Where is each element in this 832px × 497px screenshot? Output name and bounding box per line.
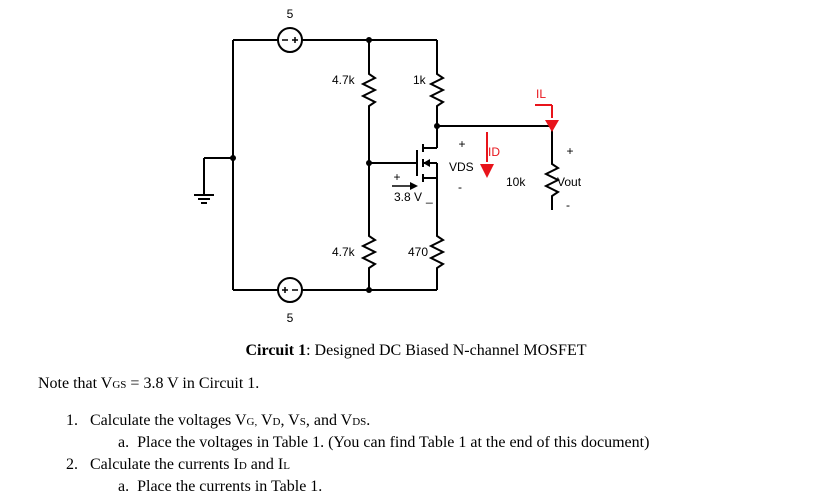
vout-minus: - — [566, 198, 570, 212]
wires — [203, 39, 553, 291]
top-source-value: 5 — [287, 7, 294, 21]
note-line: Note that VGS = 3.8 V in Circuit 1. — [38, 375, 260, 392]
vgs-minus: _ — [425, 190, 433, 204]
resistors — [360, 70, 561, 272]
bottom-voltage-source — [277, 277, 303, 303]
vds-minus: - — [458, 180, 462, 194]
r-drain-label: 1k — [413, 73, 427, 87]
bottom-source-value: 5 — [287, 311, 294, 325]
figure-caption: Circuit 1: Designed DC Biased N-channel … — [0, 342, 832, 360]
vgs-value: 3.8 V — [394, 190, 422, 204]
r-source-label: 470 — [408, 245, 428, 259]
il-label: IL — [536, 87, 546, 101]
vds-label: VDS — [449, 160, 474, 174]
r-gate-bottom-label: 4.7k — [332, 245, 356, 259]
id-label: ID — [488, 145, 500, 159]
r-load-label: 10k — [506, 175, 526, 189]
caption-label: Circuit 1 — [245, 342, 307, 359]
junction-dots — [230, 37, 440, 293]
resistor-drain — [428, 70, 446, 110]
il-arrow-icon — [545, 120, 559, 132]
circuit-diagram: 5 5 4.7k 1k 4.7k 470 10k + 3.8 V _ + VDS… — [194, 7, 582, 325]
ground-symbol — [194, 194, 214, 204]
r-gate-top-label: 4.7k — [332, 73, 356, 87]
caption-text: : Designed DC Biased N-channel MOSFET — [306, 342, 587, 359]
vout-plus: + — [566, 144, 573, 158]
list-item-2a: a. Place the currents in Table 1. — [118, 478, 323, 495]
list-item-1a: a. Place the voltages in Table 1. (You c… — [118, 434, 650, 451]
vgs-plus: + — [393, 170, 400, 184]
resistor-load — [543, 160, 561, 200]
vout-label: Vout — [557, 175, 582, 189]
resistor-source — [428, 232, 446, 272]
list-item-2: 2. Calculate the currents ID and IL — [66, 456, 290, 473]
list-item-1: 1. Calculate the voltages VG, VD, VS, an… — [66, 412, 371, 429]
resistor-gate-bottom — [360, 232, 378, 272]
vds-plus: + — [458, 137, 465, 151]
resistor-gate-top — [360, 70, 378, 110]
mosfet-arrow-icon — [423, 159, 430, 167]
vgs-arrow-icon — [410, 182, 418, 190]
top-voltage-source — [277, 27, 303, 53]
id-arrow-icon — [480, 164, 494, 178]
